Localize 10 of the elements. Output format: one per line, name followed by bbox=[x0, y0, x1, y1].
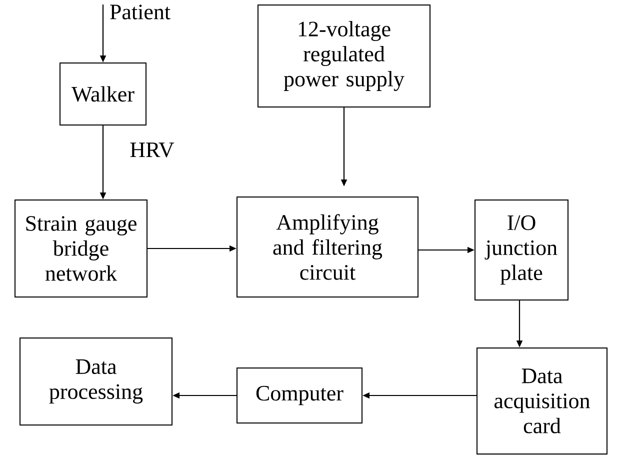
process-box: 12-voltage regulated power supply bbox=[258, 4, 430, 108]
process-box: Data processing bbox=[20, 338, 172, 426]
process-box: Computer bbox=[236, 368, 362, 424]
process-box: Amplifying and filtering circuit bbox=[236, 196, 418, 298]
process-box: I/O junction plate bbox=[474, 200, 568, 300]
process-box: Data acquisition card bbox=[476, 348, 608, 454]
process-box: Walker bbox=[60, 62, 146, 126]
edge-label: Patient bbox=[108, 4, 172, 20]
edge-label: HRV bbox=[128, 142, 176, 158]
process-box: Strain gauge bridge network bbox=[14, 200, 148, 298]
